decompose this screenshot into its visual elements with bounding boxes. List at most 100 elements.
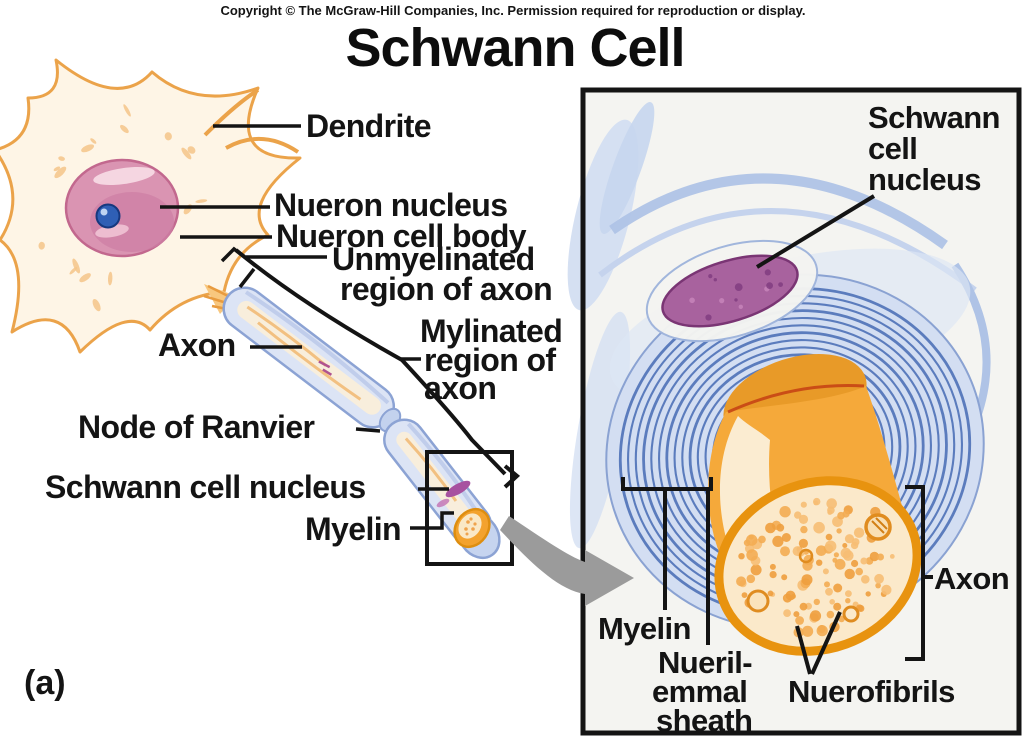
neurofibril-dot bbox=[877, 553, 884, 561]
axon-fiber-illustration bbox=[222, 286, 501, 560]
neurofibril-dot bbox=[845, 598, 851, 604]
axon-core-streaks bbox=[246, 305, 362, 401]
cytoplasm-speckle bbox=[187, 146, 196, 154]
main-diagram-annotations: Dendrite Nueron nucleus Nueron cell body… bbox=[45, 108, 563, 566]
nucleus-speckle bbox=[764, 269, 771, 276]
cytoplasm-speckle bbox=[54, 166, 67, 179]
neurofibril-dot bbox=[842, 543, 848, 548]
label-inset-axon: Axon bbox=[934, 561, 1009, 596]
neurofibril-dot bbox=[794, 511, 802, 519]
nucleus-speckle bbox=[708, 274, 713, 279]
neurofibril-dot bbox=[874, 573, 884, 584]
neurofibril-dot bbox=[813, 521, 825, 534]
neurofibril-dot bbox=[889, 554, 895, 559]
neurofibril-dot bbox=[769, 563, 776, 570]
neurofibril-dot bbox=[827, 509, 833, 515]
schwann-nucleus-shape bbox=[661, 254, 799, 328]
label-inset-schwann-2: cell bbox=[868, 131, 917, 166]
neurofibril-dot bbox=[834, 558, 846, 570]
label-neurilemmal-2: emmal bbox=[652, 674, 747, 709]
cytoplasm-speckle bbox=[53, 166, 61, 172]
neurofibril-dot bbox=[765, 522, 776, 534]
neurofibril-dot bbox=[816, 625, 828, 637]
inset-panel-border bbox=[580, 87, 1022, 736]
neurofibril-dot bbox=[833, 552, 840, 558]
nucleus-speckle bbox=[719, 298, 725, 304]
neurofibril-dot bbox=[781, 533, 791, 542]
cut-axon-face bbox=[458, 513, 482, 539]
nucleus-speckle bbox=[713, 278, 717, 282]
cylinder-junction-line bbox=[727, 384, 865, 414]
neurofibril-dot bbox=[833, 583, 843, 593]
neurofibril-dot bbox=[829, 599, 835, 605]
neurofibril-dot bbox=[769, 571, 777, 579]
cytoplasm-speckle bbox=[81, 144, 95, 153]
copyright-notice: Copyright © The McGraw-Hill Companies, I… bbox=[220, 3, 805, 18]
neurofibril-dot bbox=[779, 506, 791, 518]
neurofibril-dot bbox=[855, 567, 863, 576]
cytoplasm-speckle bbox=[58, 156, 65, 161]
neurofibril-dot bbox=[801, 574, 813, 586]
zoom-region-box bbox=[425, 450, 514, 566]
page-title: Schwann Cell bbox=[345, 18, 684, 78]
neurofibril-dot bbox=[851, 538, 860, 546]
nucleus-speckle bbox=[778, 282, 783, 287]
axon-core bbox=[396, 431, 472, 524]
label-inset-schwann-1: Schwann bbox=[868, 100, 1000, 135]
label-dendrite: Dendrite bbox=[306, 108, 431, 144]
neurofibril-dot bbox=[795, 616, 804, 625]
cytoplasm-speckle bbox=[120, 124, 129, 134]
label-myelinated-2: region of bbox=[424, 342, 556, 378]
schwann-nucleus-small bbox=[445, 480, 471, 498]
nucleolus-glint bbox=[100, 208, 108, 216]
neuron-nucleus-shape bbox=[64, 158, 180, 258]
neurofibril-dot bbox=[844, 534, 855, 544]
inset-panel bbox=[567, 87, 1022, 736]
neurofibril-dot bbox=[845, 590, 852, 597]
cytoplasm-speckle bbox=[79, 273, 91, 283]
label-neurilemmal-1: Nueril- bbox=[658, 645, 752, 680]
cytoplasm-speckle bbox=[181, 147, 192, 160]
neurofibril-dot bbox=[746, 549, 758, 561]
cytoplasm-speckle bbox=[164, 132, 172, 141]
neurofibril-dot bbox=[833, 602, 842, 611]
neurofibril-dot bbox=[865, 591, 871, 597]
neurofibril-dot bbox=[741, 592, 748, 598]
cytoplasm-speckle bbox=[72, 258, 81, 274]
label-neuron-cell-body: Nueron cell body bbox=[276, 218, 527, 254]
neurofibril-dot bbox=[798, 538, 809, 549]
neurofibril-dot bbox=[813, 598, 820, 606]
neurofibril-dot bbox=[746, 534, 758, 546]
neurofibril-dot bbox=[800, 525, 808, 534]
neurofibril-dot bbox=[780, 546, 790, 557]
label-unmyelinated-1: Unmyelinated bbox=[332, 241, 535, 277]
label-unmyelinated-2: region of axon bbox=[340, 271, 552, 307]
nucleolus bbox=[95, 203, 121, 229]
axon-bracket bbox=[905, 485, 925, 661]
core-flecks bbox=[318, 360, 333, 376]
cytoplasm-speckle bbox=[123, 104, 131, 117]
label-node-of-ranvier: Node of Ranvier bbox=[78, 409, 315, 445]
myelinated-region-pointer-line bbox=[234, 248, 507, 476]
fiber-swath-2 bbox=[599, 102, 655, 234]
neurofibril-dot bbox=[881, 584, 892, 596]
nucleus-highlight bbox=[93, 166, 155, 186]
neurofibril-dot bbox=[851, 559, 859, 568]
neurofibril-dot bbox=[783, 609, 791, 617]
dendrite-branch bbox=[225, 136, 300, 154]
outer-membrane-arc bbox=[609, 173, 948, 250]
neurofibril-dot bbox=[825, 540, 837, 552]
neurofibril-dot bbox=[840, 547, 852, 559]
neurofibril-dot bbox=[758, 535, 766, 544]
cytoplasm-speckle bbox=[38, 241, 45, 250]
nucleus-speckle bbox=[766, 282, 773, 289]
inset-annotations: Schwann cell nucleus Myelin Nueril- emma… bbox=[598, 100, 1010, 738]
pointer-chevron-icon bbox=[503, 464, 521, 489]
cut-face-dots bbox=[464, 517, 477, 536]
axon-hillock bbox=[204, 284, 236, 314]
neurofibril-dot bbox=[826, 498, 837, 509]
neurofibril-dot bbox=[824, 581, 830, 588]
schwann-nucleus-small-2 bbox=[436, 498, 450, 508]
